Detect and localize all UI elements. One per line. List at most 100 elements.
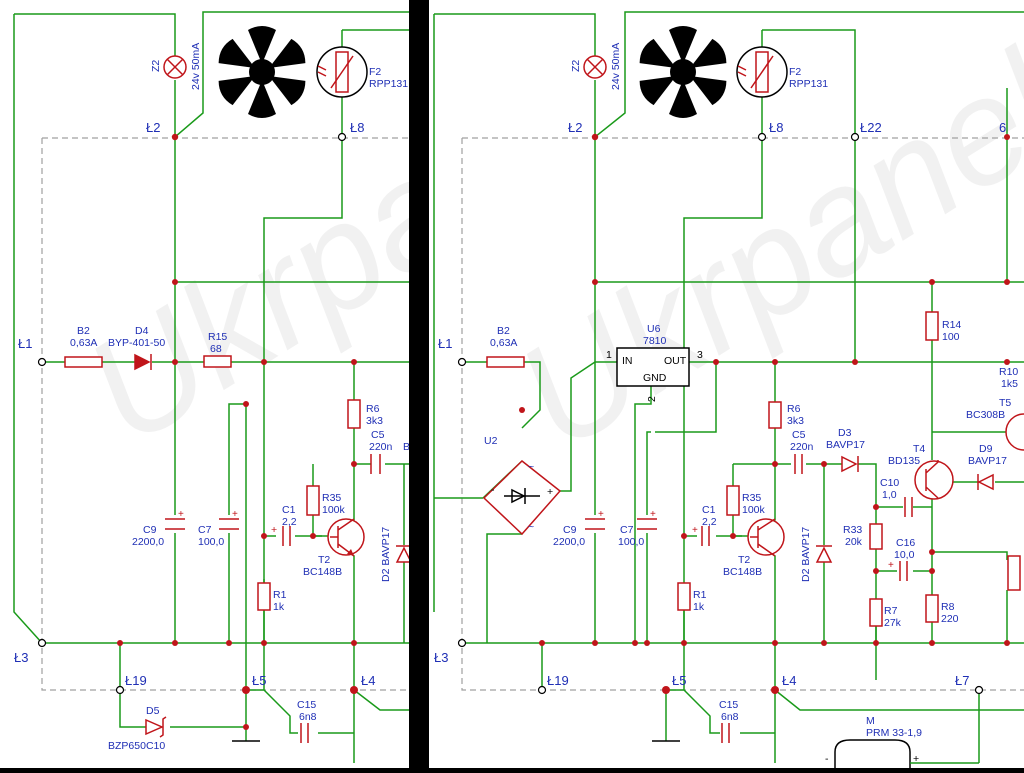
label-d5-val: BZP650C10 <box>108 740 165 752</box>
label-c1-val-r: 2,2 <box>702 516 717 528</box>
label-d3-val: BAVP17 <box>826 439 865 451</box>
label-c7-ref: C7 <box>198 524 212 536</box>
capacitor-c5-icon <box>370 454 381 474</box>
label-b2-ref-r: B2 <box>497 325 510 337</box>
node-l3-r: Ł3 <box>434 650 448 665</box>
fuse-b2-icon-right <box>486 356 525 368</box>
capacitor-c10-icon <box>904 497 913 517</box>
resistor-r8-icon <box>925 594 939 623</box>
label-c7-ref-r: C7 <box>620 524 634 536</box>
label-f2-val: RPP131 <box>369 78 408 90</box>
label-c1-ref: C1 <box>282 504 296 516</box>
label-c5-val-r: 220n <box>790 441 814 453</box>
label-r15-val: 68 <box>210 343 222 355</box>
label-z2-val: 24v 50mA <box>190 43 202 90</box>
right-panel: Ukrpanel <box>429 0 1024 768</box>
label-c9-ref-r: C9 <box>563 524 577 536</box>
transistor-t2-icon <box>327 518 365 557</box>
node-l1: Ł1 <box>18 336 32 351</box>
node-l22-r: Ł22 <box>860 120 882 135</box>
label-z2-ref: Z2 <box>150 60 162 72</box>
label-d2-val: BAVP17 <box>380 527 392 566</box>
capacitor-c9-icon-right: + <box>585 509 605 530</box>
label-r15-ref: R15 <box>208 331 227 343</box>
node-l3: Ł3 <box>14 650 28 665</box>
svg-text:+: + <box>888 560 894 571</box>
svg-text:+: + <box>650 509 656 520</box>
node-l7-r: Ł7 <box>955 673 969 688</box>
label-r35-val-r: 100k <box>742 504 766 516</box>
fuse-b2-icon <box>64 356 103 368</box>
label-c16-val: 10,0 <box>894 549 915 561</box>
label-c9-val-r: 2200,0 <box>553 536 585 548</box>
label-c7-val: 100,0 <box>198 536 224 548</box>
node-l5-r: Ł5 <box>672 673 686 688</box>
capacitor-c15-icon-right <box>721 723 730 743</box>
label-u2-minus: - <box>491 484 495 496</box>
label-c7-val-r: 100,0 <box>618 536 644 548</box>
node-l1-r: Ł1 <box>438 336 452 351</box>
motor-m-icon <box>834 739 979 768</box>
node-l8: Ł8 <box>350 120 364 135</box>
capacitor-c7-icon-right: + <box>637 509 657 530</box>
node-l2-r: Ł2 <box>568 120 582 135</box>
bridge-u2-icon <box>482 460 562 536</box>
node-l8-r: Ł8 <box>769 120 783 135</box>
label-r8-ref: R8 <box>941 601 955 613</box>
label-f2-ref: F2 <box>369 66 381 78</box>
label-d5-ref: D5 <box>146 705 160 717</box>
resistor-r35-icon <box>306 485 320 516</box>
node-6-r: 6 <box>999 120 1006 135</box>
regulator-u6-icon <box>616 347 690 387</box>
resistor-r35-icon-right <box>726 485 740 516</box>
diode-d9-icon <box>977 473 994 491</box>
capacitor-c16-icon: + <box>888 560 908 581</box>
diode-d2-icon-right <box>815 545 833 563</box>
label-d2-ref: D2 <box>380 568 392 582</box>
node-l5: Ł5 <box>252 673 266 688</box>
label-u2-ref: U2 <box>484 435 498 447</box>
label-d2-ref-r: D2 <box>800 568 812 582</box>
lamp-z2-icon-right <box>583 55 607 79</box>
svg-text:+: + <box>271 524 277 536</box>
label-m-ref: M <box>866 715 875 727</box>
label-d3-ref: D3 <box>838 427 852 439</box>
transistor-t5-icon <box>1005 413 1024 451</box>
thermistor-f2-icon <box>316 46 368 98</box>
resistor-r33-icon <box>869 523 883 550</box>
label-b2-val: 0,63A <box>70 337 97 349</box>
label-r7-ref: R7 <box>884 605 898 617</box>
label-u6-pin3: 3 <box>697 349 703 361</box>
label-f2-val-r: RPP131 <box>789 78 828 90</box>
label-r1-val-r: 1k <box>693 601 705 613</box>
label-u2-ac2: ~ <box>528 521 534 533</box>
svg-text:+: + <box>178 509 184 520</box>
label-t5-val: BC308B <box>966 409 1005 421</box>
label-r35-val: 100k <box>322 504 346 516</box>
label-u6-out: OUT <box>664 355 687 367</box>
label-r1-ref-r: R1 <box>693 589 707 601</box>
label-c15-ref-r: C15 <box>719 699 738 711</box>
label-z2-ref-r: Z2 <box>570 60 582 72</box>
label-d2: D2 BAVP17 <box>380 527 392 582</box>
label-t4-val: BD135 <box>888 455 920 467</box>
label-t2-ref-r: T2 <box>738 554 750 566</box>
label-t4-ref: T4 <box>913 443 925 455</box>
label-u6-in: IN <box>622 355 633 367</box>
zener-d5-icon <box>145 716 167 738</box>
capacitor-c7-icon: + <box>219 509 239 530</box>
label-d4-ref: D4 <box>135 325 149 337</box>
label-f2-ref-r: F2 <box>789 66 801 78</box>
label-u6-pin2: 2 <box>646 396 658 402</box>
label-c5-extra: B <box>403 441 410 453</box>
svg-text:+: + <box>598 509 604 520</box>
label-c9-ref: C9 <box>143 524 157 536</box>
label-c10-ref: C10 <box>880 477 899 489</box>
label-r35-ref: R35 <box>322 492 341 504</box>
left-panel: Ukrpanel <box>0 0 410 768</box>
label-m-val: PRM 33-1,9 <box>866 727 922 739</box>
label-c15-val: 6n8 <box>299 711 317 723</box>
lamp-z2-icon <box>163 55 187 79</box>
node-l2: Ł2 <box>146 120 160 135</box>
